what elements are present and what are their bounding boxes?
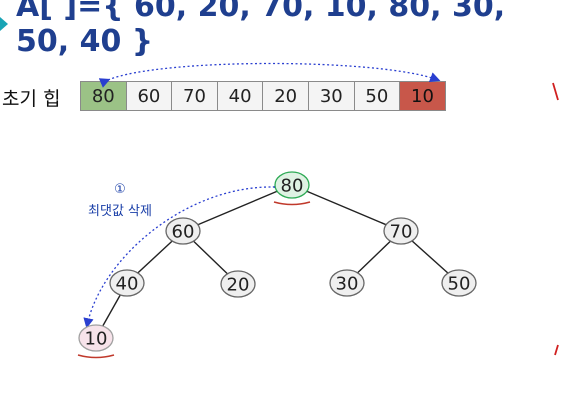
array-swap-arrow: [98, 62, 441, 88]
tree-node-label: 50: [448, 274, 471, 295]
tree-node: 60: [165, 217, 201, 245]
tree-node-label: 20: [227, 275, 250, 296]
tree-node-label: 40: [116, 274, 139, 295]
annotation-text: 최댓값 삭제: [88, 204, 152, 219]
tree-node-label: 30: [336, 274, 359, 295]
slide-title: A[ ]={ 60, 20, 70, 10, 80, 30, 50, 40 }: [0, 0, 562, 59]
tree-node: 40: [109, 269, 145, 297]
title-bullet-icon: [0, 17, 8, 31]
highlight-underline: [77, 354, 115, 359]
tree-node: 20: [220, 270, 256, 298]
tree-node-label: 10: [85, 329, 108, 350]
initial-heap-label: 초기 힙: [2, 88, 61, 110]
margin-mark-top: [552, 82, 559, 101]
tree-edge: [291, 184, 402, 232]
tree-node-label: 80: [281, 176, 304, 197]
step-number-icon: ①: [114, 182, 126, 197]
title-text: A[ ]={ 60, 20, 70, 10, 80, 30, 50, 40 }: [16, 0, 506, 59]
tree-node: 30: [329, 269, 365, 297]
tree-node-label: 60: [172, 222, 195, 243]
tree-edge: [182, 184, 293, 232]
tree-node: 80: [274, 171, 310, 199]
highlight-underline: [273, 201, 311, 206]
tree-node-label: 70: [390, 222, 413, 243]
tree-node: 50: [441, 269, 477, 297]
margin-mark-bottom: [554, 344, 559, 356]
tree-node: 70: [383, 217, 419, 245]
tree-node: 10: [78, 324, 114, 352]
